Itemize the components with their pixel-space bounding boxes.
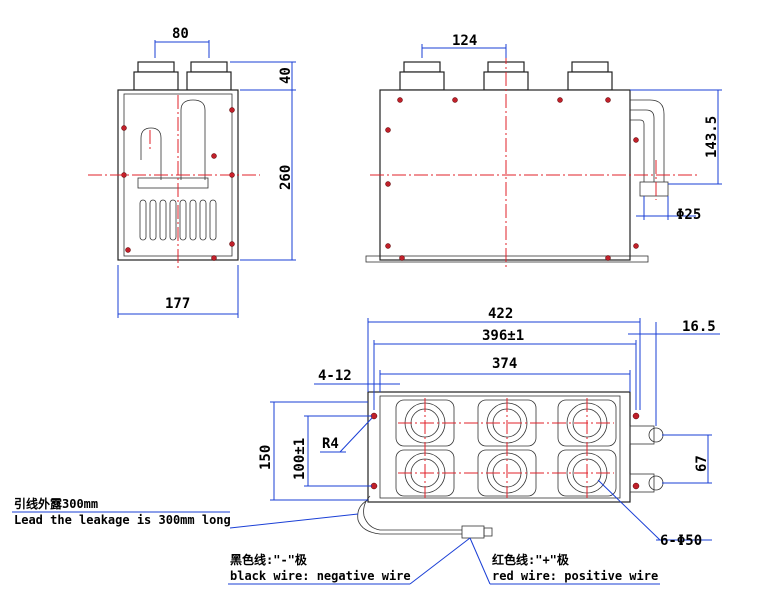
dim-side-width: 177 bbox=[165, 296, 190, 312]
side-vent-fins bbox=[139, 199, 217, 241]
dim-side-pipe-spacing: 80 bbox=[172, 26, 189, 42]
dim-front-outlet-dia: Φ25 bbox=[676, 207, 701, 223]
dim-top-hole-spacing: 396±1 bbox=[482, 328, 524, 344]
top-view: 422 16.5 396±1 374 4-12 R4 150 100±1 bbox=[12, 306, 720, 585]
note-black-cn: 黑色线:"-"极 bbox=[230, 552, 308, 567]
dim-top-inner-length: 374 bbox=[492, 356, 517, 372]
dim-pipe-count-dia: 6-Φ50 bbox=[660, 533, 702, 549]
dim-side-pipe-height: 40 bbox=[278, 67, 294, 84]
dim-front-outlet-height: 143.5 bbox=[704, 116, 720, 158]
note-lead-cn: 引线外露300mm bbox=[14, 496, 98, 511]
note-red-en: red wire: positive wire bbox=[492, 569, 658, 583]
note-black-en: black wire: negative wire bbox=[230, 569, 411, 583]
dim-mount-holes: 4-12 bbox=[318, 368, 352, 384]
dim-top-width: 150 bbox=[258, 445, 274, 470]
dim-side-height: 260 bbox=[278, 165, 294, 190]
dim-top-hole-width: 100±1 bbox=[292, 438, 308, 480]
front-view: 124 143.5 Φ25 bbox=[365, 33, 722, 268]
dim-front-pipe-spacing: 124 bbox=[452, 33, 477, 49]
dim-top-offset: 16.5 bbox=[682, 319, 716, 335]
note-red-cn: 红色线:"+"极 bbox=[492, 552, 570, 567]
dim-corner-radius: R4 bbox=[322, 436, 339, 452]
dim-top-length: 422 bbox=[488, 306, 513, 322]
dim-outlet-spacing: 67 bbox=[694, 455, 710, 472]
side-view: 80 40 260 177 bbox=[88, 26, 296, 318]
note-lead-en: Lead the leakage is 300mm long bbox=[14, 513, 231, 527]
